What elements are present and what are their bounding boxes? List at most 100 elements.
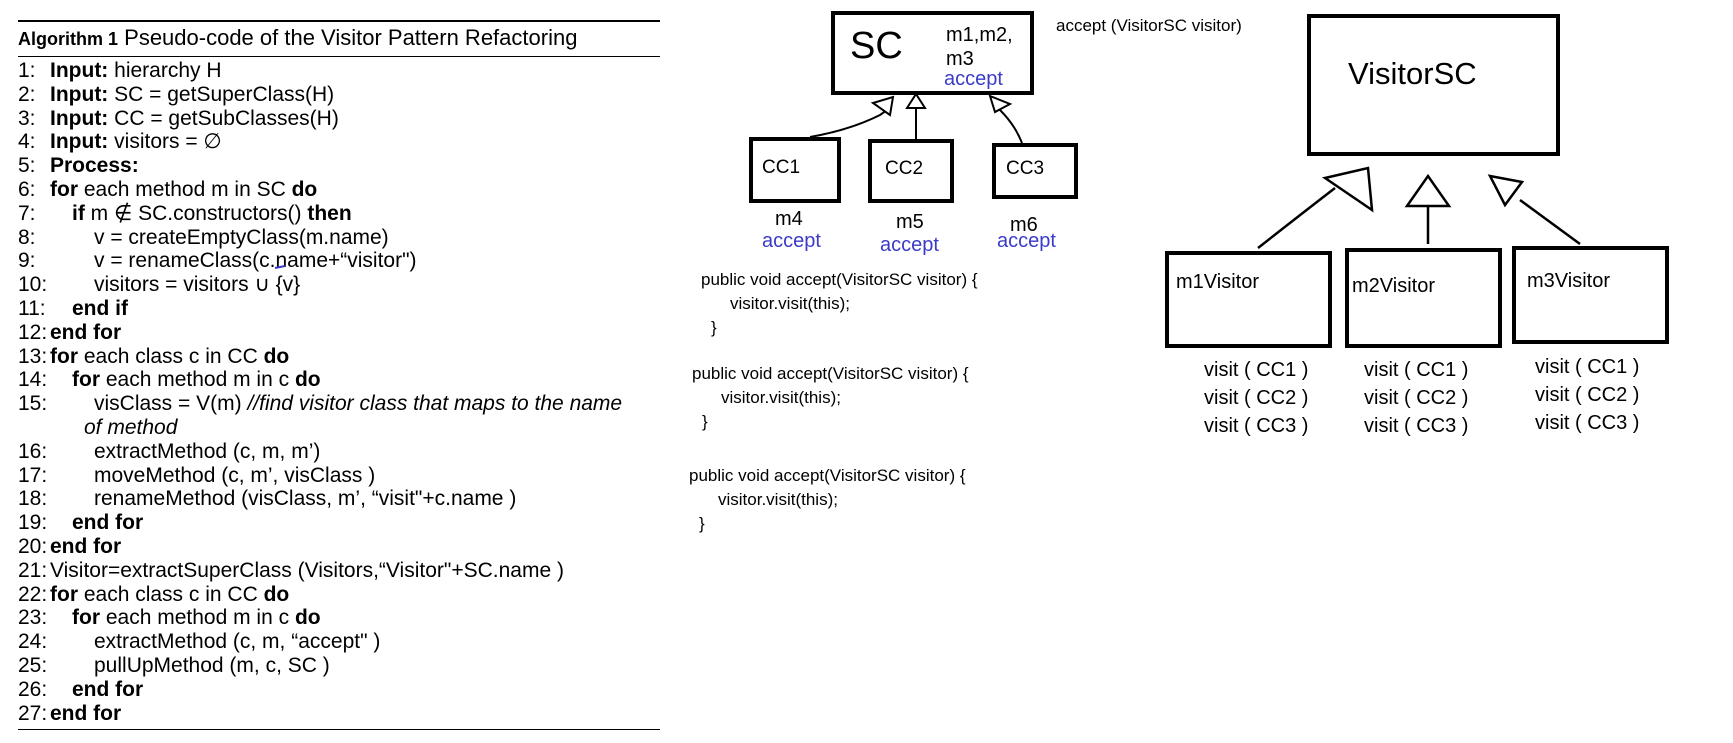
line-content: Input: CC = getSubClasses(H): [50, 107, 339, 131]
line-number: 8:: [18, 225, 36, 249]
m3visitor-class-box: [1512, 246, 1669, 344]
line-number: 1:: [18, 59, 36, 82]
line-number: 26:: [18, 677, 48, 701]
cc1-method: m4: [775, 208, 803, 230]
keyword: do: [263, 582, 290, 606]
m3visitor-class-name: m3Visitor: [1527, 270, 1610, 292]
line-content: end for: [50, 321, 121, 345]
m2visitor-class-name: m2Visitor: [1352, 275, 1435, 297]
code-block-2-line2: visitor.visit(this);: [721, 388, 841, 407]
cc3-method: m6: [1010, 214, 1038, 236]
line-text: SC = getSuperClass(H): [108, 82, 335, 106]
m2visitor-visit-cc2: visit ( CC2 ): [1364, 387, 1469, 409]
line-content: v = createEmptyClass(m.name): [94, 226, 389, 250]
cc2-accept-method: accept: [880, 234, 939, 256]
cc3-class-box: [992, 143, 1078, 199]
cc2-method: m5: [896, 211, 924, 233]
line-number: 21:: [18, 558, 48, 582]
line-number: 13:: [18, 344, 48, 368]
code-block-2-line3: }: [702, 412, 708, 431]
line-number: 23:: [18, 606, 48, 630]
line-number: 11:: [18, 296, 46, 320]
line-comment-continuation: of method: [84, 415, 178, 439]
algorithm-panel: Algorithm 1 Pseudo-code of the Visitor P…: [18, 20, 660, 731]
keyword: end for: [50, 320, 122, 344]
code-block-2: public void accept(VisitorSC visitor) { …: [692, 362, 969, 434]
line-text: each method m in c: [100, 368, 295, 392]
line-text: v = renameClass(c.name+“visitor"): [94, 249, 417, 273]
code-block-2-line1: public void accept(VisitorSC visitor) {: [692, 364, 969, 383]
keyword: do: [294, 368, 321, 392]
line-text: each class c in CC: [78, 582, 264, 606]
code-block-1-line3: }: [711, 318, 717, 337]
bottom-rule: [18, 729, 660, 731]
annotation-squiggle: [274, 265, 286, 269]
line-number: 15:: [18, 392, 48, 416]
cc3-inheritance-arrow: [988, 94, 1013, 114]
keyword: end if: [72, 296, 128, 320]
m3visitor-visit-cc3: visit ( CC3 ): [1535, 412, 1640, 434]
line-number: 17:: [18, 463, 48, 487]
line-content: pullUpMethod (m, c, SC ): [94, 654, 330, 678]
line-number: 18:: [18, 487, 48, 511]
keyword: Process:: [50, 154, 139, 178]
m2visitor-class-box: [1345, 248, 1502, 348]
line-content: visitors = visitors ∪ {v}: [94, 273, 300, 297]
code-block-1-line2: visitor.visit(this);: [730, 294, 850, 313]
line-content: for each method m in c do: [72, 368, 321, 392]
algorithm-line: 11: end if: [18, 297, 660, 321]
line-content: visClass = V(m) //find visitor class tha…: [94, 392, 622, 416]
algorithm-line: 5:Process:: [18, 154, 660, 178]
line-content: extractMethod (c, m, m’): [94, 440, 320, 464]
m3visitor-visit-cc1: visit ( CC1 ): [1535, 356, 1640, 378]
m3visitor-inheritance-line: [1519, 198, 1581, 246]
algorithm-line: 27:end for: [18, 702, 660, 726]
line-text: visitors = visitors ∪ {v}: [94, 273, 301, 297]
m1visitor-class-box: [1165, 251, 1332, 348]
line-content: if m ∉ SC.constructors() then: [72, 202, 352, 226]
line-number: 12:: [18, 320, 48, 344]
line-content: for each method m in c do: [72, 606, 321, 630]
line-text: each method m in SC: [78, 177, 292, 201]
line-text: each class c in CC: [78, 344, 264, 368]
line-text: v = createEmptyClass(m.name): [94, 225, 389, 249]
line-text: each method m in c: [100, 606, 295, 630]
algorithm-line: 9:v = renameClass(c.name+“visitor"): [18, 249, 660, 273]
line-number: 10:: [18, 273, 48, 297]
cc3-inheritance-line: [999, 109, 1023, 144]
algorithm-line: 10: visitors = visitors ∪ {v}: [18, 273, 660, 297]
line-comment: //find visitor class that maps to the na…: [247, 392, 623, 416]
keyword: for: [50, 582, 78, 606]
keyword: for: [50, 344, 78, 368]
line-number: 19:: [18, 511, 48, 535]
cc2-class-name: CC2: [885, 158, 924, 179]
line-number: 25:: [18, 653, 48, 677]
line-text: m ∉ SC.constructors(): [84, 201, 308, 225]
algorithm-line: 2:Input: SC = getSuperClass(H): [18, 83, 660, 107]
line-content: end if: [72, 297, 128, 321]
line-content: end for: [50, 535, 121, 559]
line-number: 20:: [18, 534, 48, 558]
line-content: for each method m in SC do: [50, 178, 317, 202]
m1visitor-visit-cc3: visit ( CC3 ): [1204, 415, 1309, 437]
algorithm-line: 19: end for: [18, 511, 660, 535]
algorithm-line: 22:for each class c in CC do: [18, 583, 660, 607]
line-number: 16:: [18, 439, 48, 463]
m2visitor-visits: visit ( CC1 ) visit ( CC2 ) visit ( CC3 …: [1364, 356, 1468, 440]
keyword: end for: [72, 511, 144, 535]
m3visitor-visit-cc2: visit ( CC2 ): [1535, 384, 1640, 406]
keyword: do: [294, 606, 321, 630]
code-block-1: public void accept(VisitorSC visitor) { …: [701, 268, 978, 340]
line-content: v = renameClass(c.name+“visitor"): [94, 249, 417, 273]
visitorsc-class-box: [1307, 14, 1560, 156]
line-text: hierarchy H: [108, 59, 222, 82]
algorithm-line: 26:end for: [18, 678, 660, 702]
cc1-inheritance-line: [809, 107, 891, 138]
algorithm-line: 23: for each method m in c do: [18, 606, 660, 630]
line-content: end for: [72, 511, 143, 535]
line-text: visClass = V(m): [94, 392, 248, 416]
keyword: Input:: [50, 106, 109, 130]
line-text: pullUpMethod (m, c, SC ): [94, 653, 330, 677]
cc3-accept-method: accept: [997, 230, 1056, 252]
